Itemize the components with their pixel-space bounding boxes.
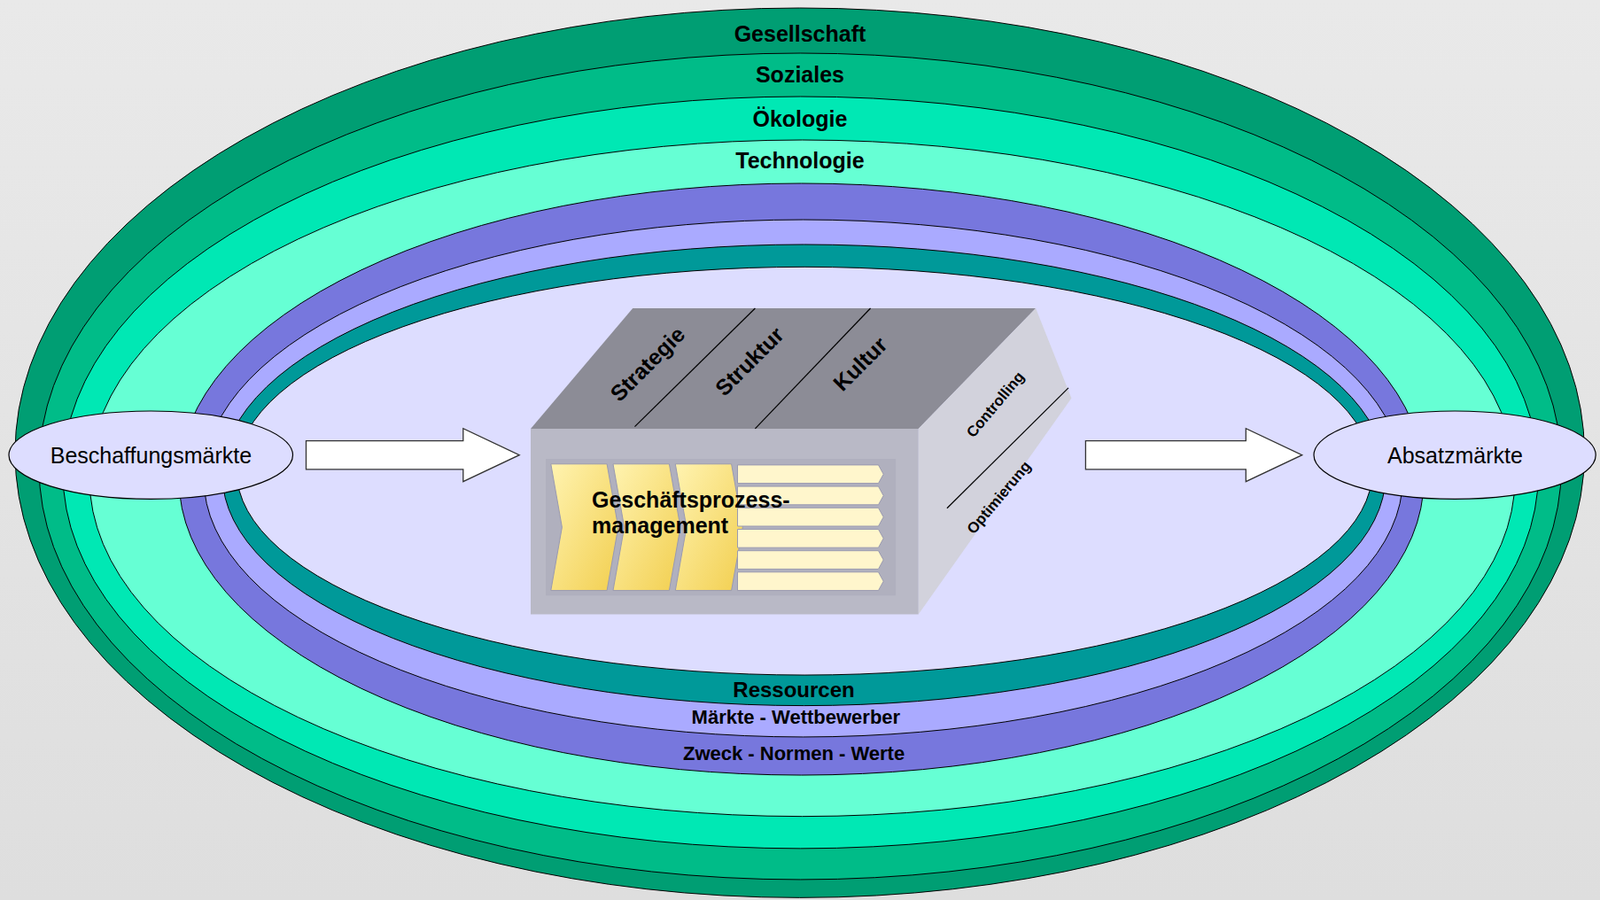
environment-band: ÖkologieTechnologieZweck - Normen - Wert… <box>62 96 1538 849</box>
band-label: Soziales <box>755 62 845 88</box>
band-label: Märkte - Wettbewerber <box>691 706 901 730</box>
environment-band: Zweck - Normen - Werte Märkte - Wettbewer… <box>178 183 1424 776</box>
band-label: Ressourcen <box>732 677 855 703</box>
company-cube: StrategieStrukturKulturControllingOptimi… <box>530 308 1074 617</box>
market-oval: Absatzmärkte <box>1312 410 1597 500</box>
environment-band: Ressourcen StrategieStrukturKulturControl… <box>222 244 1386 707</box>
process-box: Geschäftsprozess- management <box>545 458 896 596</box>
band-label: Gesellschaft <box>734 20 867 47</box>
market-label: Absatzmärkte <box>1387 442 1523 468</box>
band-label: Technologie <box>735 147 864 173</box>
process-label: Geschäftsprozess- management <box>591 487 827 539</box>
environment-band: TechnologieZweck - Normen - Werte Märkte … <box>89 139 1515 817</box>
band-label: Ökologie <box>752 105 847 132</box>
environment-band: Märkte - Wettbewerber Ressourcen Strategie… <box>203 219 1403 738</box>
market-label: Beschaffungsmärkte <box>50 442 252 468</box>
band-label: Zweck - Normen - Werte <box>683 742 905 766</box>
market-oval: Beschaffungsmärkte <box>7 410 295 500</box>
